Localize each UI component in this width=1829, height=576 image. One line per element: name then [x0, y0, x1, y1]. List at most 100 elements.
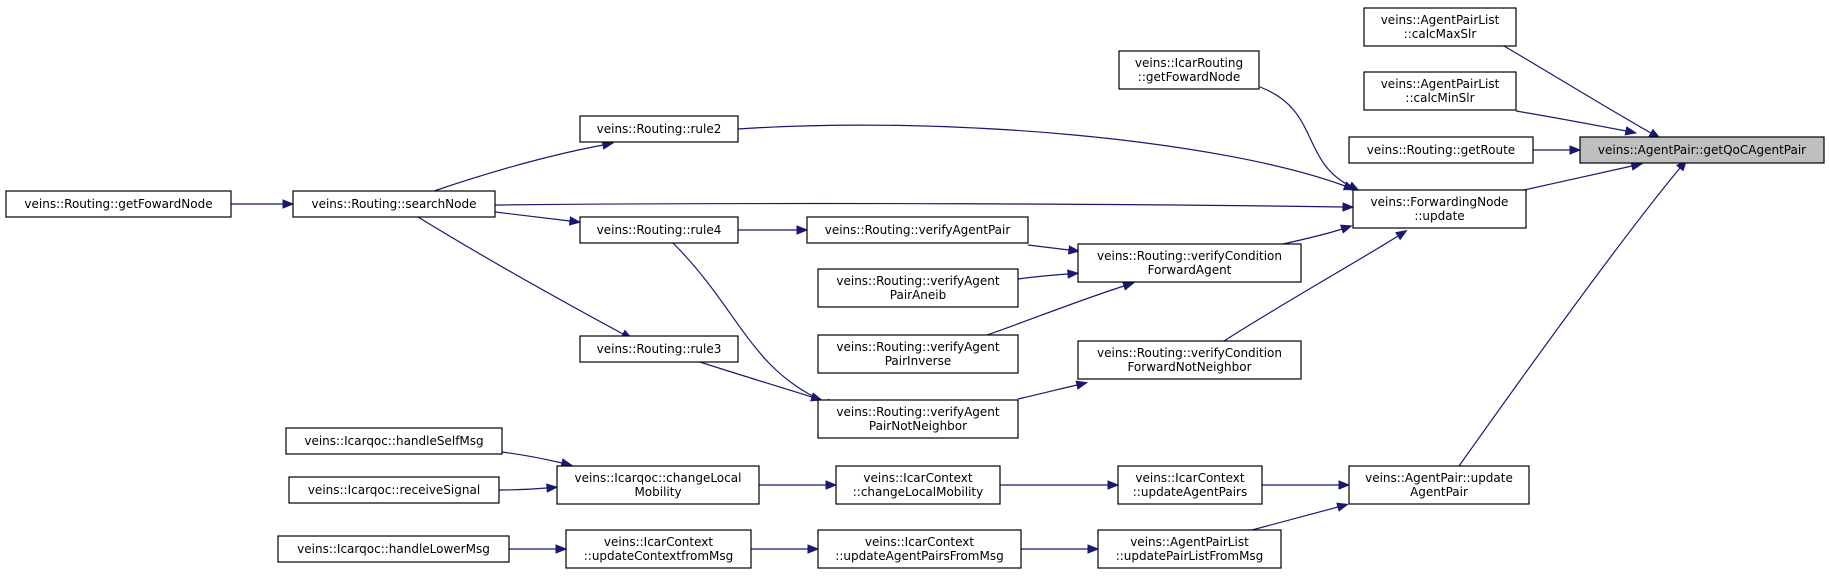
arrowhead-icon	[1336, 502, 1349, 512]
edge-line	[1503, 45, 1652, 134]
edge-searchnode-to-rule2	[433, 140, 615, 192]
node-updatectx[interactable]: veins::IcarContext::updateContextfromMsg	[565, 529, 752, 569]
node-agentpairupdate[interactable]: veins::AgentPair::updateAgentPair	[1348, 465, 1530, 505]
edge-rule4-to-notneighbor	[672, 242, 838, 408]
node-label: ::calcMaxSlr	[1404, 27, 1477, 41]
node-label: veins::Routing::getRoute	[1367, 143, 1515, 157]
node-receivesignal[interactable]: veins::Icarqoc::receiveSignal	[288, 476, 500, 504]
node-routinggetfwd[interactable]: veins::Routing::getFowardNode	[5, 190, 232, 218]
arrowhead-icon	[1075, 380, 1089, 390]
edge-vcfnn-to-fwdupdate	[1223, 229, 1408, 342]
node-notneighbor[interactable]: veins::Routing::verifyAgentPairNotNeighb…	[817, 399, 1019, 439]
node-box	[288, 476, 500, 504]
node-rule2[interactable]: veins::Routing::rule2	[579, 115, 739, 143]
node-getqoc[interactable]: veins::AgentPair::getQoCAgentPair	[1579, 136, 1825, 164]
node-rule3[interactable]: veins::Routing::rule3	[579, 335, 739, 363]
node-label: veins::IcarRouting	[1135, 56, 1243, 70]
edge-line	[1251, 506, 1339, 531]
edge-calcmin-to-getqoc	[1515, 110, 1638, 136]
node-vcfa[interactable]: veins::Routing::verifyConditionForwardAg…	[1077, 243, 1302, 283]
node-box	[556, 465, 760, 505]
node-label: ::updateAgentPairsFromMsg	[835, 549, 1003, 563]
edge-line	[417, 216, 624, 335]
edge-line	[1027, 244, 1070, 251]
node-label: veins::IcarContext	[865, 535, 974, 549]
node-label: veins::Routing::verifyAgentPair	[825, 223, 1011, 237]
node-qocchangelocal[interactable]: veins::Icarqoc::changeLocalMobility	[556, 465, 760, 505]
node-rule4[interactable]: veins::Routing::rule4	[579, 216, 739, 244]
node-box	[1579, 136, 1825, 164]
node-calcmin[interactable]: veins::AgentPairList::calcMinSlr	[1363, 71, 1517, 111]
node-box	[1117, 465, 1263, 505]
edge-fwdupdate-to-getqoc	[1523, 161, 1644, 191]
arrowhead-icon	[1067, 245, 1081, 255]
node-label: veins::Routing::verifyAgent	[836, 274, 1000, 288]
node-label: veins::Icarqoc::changeLocal	[575, 471, 742, 485]
arrowhead-icon	[568, 216, 582, 226]
edge-routinggetfwd-to-searchnode	[231, 199, 295, 209]
edge-ctxchangelocal-to-updateagentpairs	[1000, 480, 1120, 490]
node-fwdupdate[interactable]: veins::ForwardingNode::update	[1352, 189, 1527, 229]
node-updatefrommsg[interactable]: veins::IcarContext::updateAgentPairsFrom…	[817, 529, 1022, 569]
node-handlelower[interactable]: veins::Icarqoc::handleLowerMsg	[277, 535, 510, 563]
edge-line	[1282, 228, 1343, 245]
arrowhead-icon	[1087, 544, 1100, 554]
node-label: AgentPair	[1410, 485, 1468, 499]
edge-updatectx-to-updatefrommsg	[751, 544, 820, 554]
node-box	[1352, 189, 1527, 229]
edge-updatefrommsg-to-updatepairlist	[1021, 544, 1100, 554]
edge-line	[1223, 235, 1399, 342]
edge-receivesignal-to-qocchangelocal	[498, 483, 559, 493]
node-box	[5, 190, 232, 218]
node-label: veins::Routing::verifyAgent	[836, 405, 1000, 419]
node-ctxchangelocal[interactable]: veins::IcarContext::changeLocalMobility	[835, 465, 1001, 505]
edge-line	[498, 487, 548, 491]
edge-line	[1458, 167, 1681, 467]
node-handleself[interactable]: veins::Icarqoc::handleSelfMsg	[285, 427, 503, 455]
edge-line	[1017, 273, 1069, 280]
edge-rule3-to-notneighbor	[699, 361, 823, 402]
node-label: veins::IcarContext	[1135, 471, 1244, 485]
edge-verifyagentpair-to-vcfa	[1027, 244, 1081, 255]
node-calcmax[interactable]: veins::AgentPairList::calcMaxSlr	[1363, 7, 1517, 47]
node-box	[579, 335, 739, 363]
node-box	[579, 115, 739, 143]
node-box	[292, 190, 496, 218]
node-label: ForwardAgent	[1148, 263, 1232, 277]
node-label: veins::Routing::rule3	[597, 342, 722, 356]
node-verifyagentpair[interactable]: veins::Routing::verifyAgentPair	[806, 216, 1029, 244]
node-label: veins::AgentPair::getQoCAgentPair	[1598, 143, 1806, 157]
arrowhead-icon	[810, 392, 823, 402]
node-label: ::getFowardNode	[1138, 70, 1240, 84]
edge-searchnode-to-rule4	[494, 211, 582, 226]
node-box	[277, 535, 510, 563]
node-updatepairlist[interactable]: veins::AgentPairList::updatePairListFrom…	[1097, 529, 1282, 569]
node-label: ::updatePairListFromMsg	[1116, 549, 1264, 563]
node-label: ::update	[1414, 209, 1464, 223]
edge-rule4-to-verifyagentpair	[738, 225, 809, 235]
node-getroute[interactable]: veins::Routing::getRoute	[1348, 136, 1534, 164]
node-label: veins::Routing::rule4	[597, 223, 722, 237]
arrowhead-icon	[555, 544, 568, 554]
node-label: veins::Routing::verifyCondition	[1097, 346, 1282, 360]
node-box	[1077, 340, 1302, 380]
edge-notneighbor-to-vcfnn	[1017, 380, 1089, 400]
edge-line	[699, 361, 813, 398]
node-label: ::calcMinSlr	[1405, 91, 1474, 105]
node-box	[1118, 50, 1260, 90]
node-updateagentpairs[interactable]: veins::IcarContext::updateAgentPairs	[1117, 465, 1263, 505]
edge-rule2-to-fwdupdate	[737, 124, 1356, 191]
edge-line	[1523, 165, 1633, 191]
edge-qocchangelocal-to-ctxchangelocal	[759, 480, 838, 490]
node-icarrouting[interactable]: veins::IcarRouting::getFowardNode	[1118, 50, 1260, 90]
node-label: veins::AgentPairList	[1381, 77, 1500, 91]
node-box	[1348, 136, 1534, 164]
node-label: veins::AgentPairList	[1130, 535, 1249, 549]
node-label: veins::Icarqoc::handleLowerMsg	[297, 542, 490, 556]
node-searchnode[interactable]: veins::Routing::searchNode	[292, 190, 496, 218]
node-vcfnn[interactable]: veins::Routing::verifyConditionForwardNo…	[1077, 340, 1302, 380]
arrowhead-icon	[1569, 145, 1582, 155]
